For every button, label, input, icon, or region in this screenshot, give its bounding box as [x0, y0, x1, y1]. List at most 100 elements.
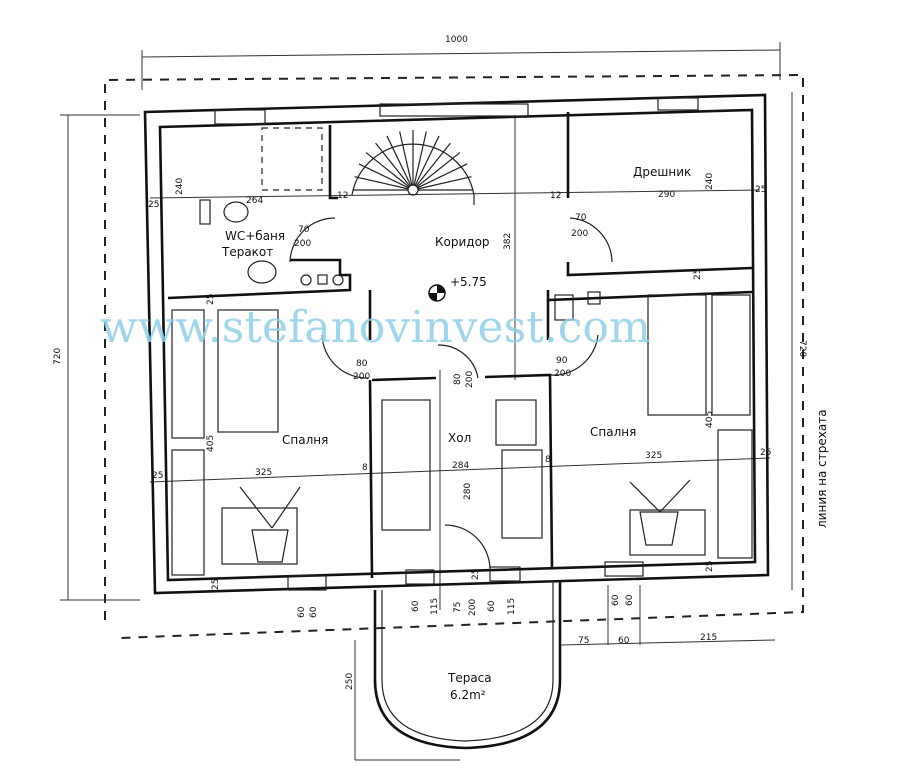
- dim-label: 215: [700, 633, 717, 643]
- dim-label: 25: [152, 471, 163, 481]
- dim-label: 325: [255, 468, 272, 478]
- eave-line: [104, 73, 804, 639]
- dim-label: 405: [206, 435, 216, 452]
- room-label-wc: WC+баня: [225, 229, 285, 243]
- dim-label: 60: [309, 606, 319, 618]
- armchair: [495, 399, 537, 446]
- dim-label: 200: [353, 372, 370, 382]
- dim-label: 70: [298, 225, 310, 235]
- stair-tread: [375, 142, 411, 187]
- stair-tread: [413, 131, 427, 186]
- tv-icon: [251, 529, 289, 563]
- dim-label: 25: [705, 561, 715, 572]
- dim-label: 280: [463, 483, 473, 500]
- dim-label: 405: [705, 411, 715, 428]
- bed-right: [647, 294, 707, 416]
- dim-label: 25: [148, 200, 159, 210]
- watermark: www.stefanovinvest.com: [100, 302, 651, 353]
- dim-label: 70: [575, 213, 587, 223]
- dim-label: 325: [645, 451, 662, 461]
- dim-label: 25: [755, 185, 766, 195]
- tv-icon: [639, 511, 679, 546]
- eave-line-label: линия на стрехата: [815, 409, 829, 528]
- dim-label: 25: [760, 448, 771, 458]
- terrace: [373, 580, 562, 750]
- dim-label: 1000: [445, 35, 468, 45]
- dimension-labels: 1000 720 720 240 25 264 12 70 200 382 12…: [53, 35, 807, 690]
- dim-label: 240: [175, 178, 185, 195]
- dim-label: 60: [411, 600, 421, 612]
- dim-label: 25: [471, 569, 481, 580]
- dim-label: 382: [503, 233, 513, 250]
- door-closet[interactable]: [569, 217, 613, 263]
- dim-label: 720: [797, 340, 807, 357]
- tv-stand: [629, 509, 706, 556]
- door-hall[interactable]: [437, 344, 479, 379]
- sofa: [381, 399, 431, 531]
- dim-label: 80: [453, 373, 463, 385]
- dim-label: 60: [487, 600, 497, 612]
- window: [657, 97, 699, 111]
- room-label-bedroom-right: Спалня: [590, 425, 636, 439]
- bidet: [199, 199, 211, 225]
- dim-label: 90: [556, 356, 568, 366]
- dim-label: 60: [625, 594, 635, 606]
- window: [379, 103, 529, 117]
- stair-tread: [414, 135, 440, 186]
- dim-label: 25: [206, 294, 216, 305]
- door-wc[interactable]: [289, 217, 336, 263]
- dim-label: 25: [211, 579, 221, 590]
- toilet: [223, 201, 249, 223]
- dim-label: 284: [452, 461, 469, 471]
- dim-label: 60: [297, 606, 307, 618]
- stair-tread: [416, 152, 461, 188]
- dim-label: 8: [362, 463, 368, 473]
- window: [489, 566, 521, 582]
- dim-label: 12: [337, 191, 348, 201]
- dim-label: 60: [611, 594, 621, 606]
- door-bedroom-left[interactable]: [321, 334, 369, 379]
- wardrobe: [171, 449, 205, 576]
- window: [287, 575, 327, 591]
- room-label-closet: Дрешник: [633, 165, 691, 179]
- dim-label: 240: [705, 173, 715, 190]
- dim-label: 200: [571, 229, 588, 239]
- dim-label: 25: [693, 269, 703, 280]
- stair-tread: [358, 163, 409, 189]
- wardrobe: [717, 429, 753, 559]
- room-floor-wc: Теракот: [221, 245, 273, 259]
- window: [604, 561, 644, 577]
- stair-tread: [399, 131, 413, 186]
- dim-label: 115: [507, 598, 517, 615]
- level-marker-icon: [428, 284, 446, 302]
- terrace-area: 6.2m²: [450, 688, 486, 702]
- dim-label: 200: [554, 369, 571, 379]
- stair-tread: [365, 152, 410, 188]
- wardrobe: [711, 294, 751, 416]
- stair-tread: [417, 163, 468, 189]
- dim-label: 200: [294, 239, 311, 249]
- dim-label: 200: [468, 599, 478, 616]
- spiral-stairs: [351, 130, 475, 205]
- exterior-walls: [143, 93, 770, 595]
- dim-label: 8: [545, 455, 551, 465]
- door-terrace[interactable]: [444, 524, 491, 569]
- door-bedroom-right[interactable]: [549, 334, 599, 376]
- wardrobe: [171, 309, 205, 439]
- dim-label: 290: [658, 190, 675, 200]
- dim-label: 60: [618, 636, 630, 646]
- doors: [289, 217, 613, 569]
- bed-left: [217, 309, 279, 433]
- dim-label: 12: [550, 191, 561, 201]
- dim-label: 200: [465, 371, 475, 388]
- stair-tread: [417, 176, 472, 190]
- interior-walls: [167, 112, 753, 579]
- dimension-lines: [60, 42, 793, 761]
- shower-tray: [261, 127, 323, 191]
- window: [405, 569, 435, 585]
- dim-label: 250: [345, 673, 355, 690]
- dim-label: 264: [246, 196, 263, 206]
- room-label-corridor: Коридор: [435, 235, 490, 249]
- stair-tread: [415, 142, 451, 187]
